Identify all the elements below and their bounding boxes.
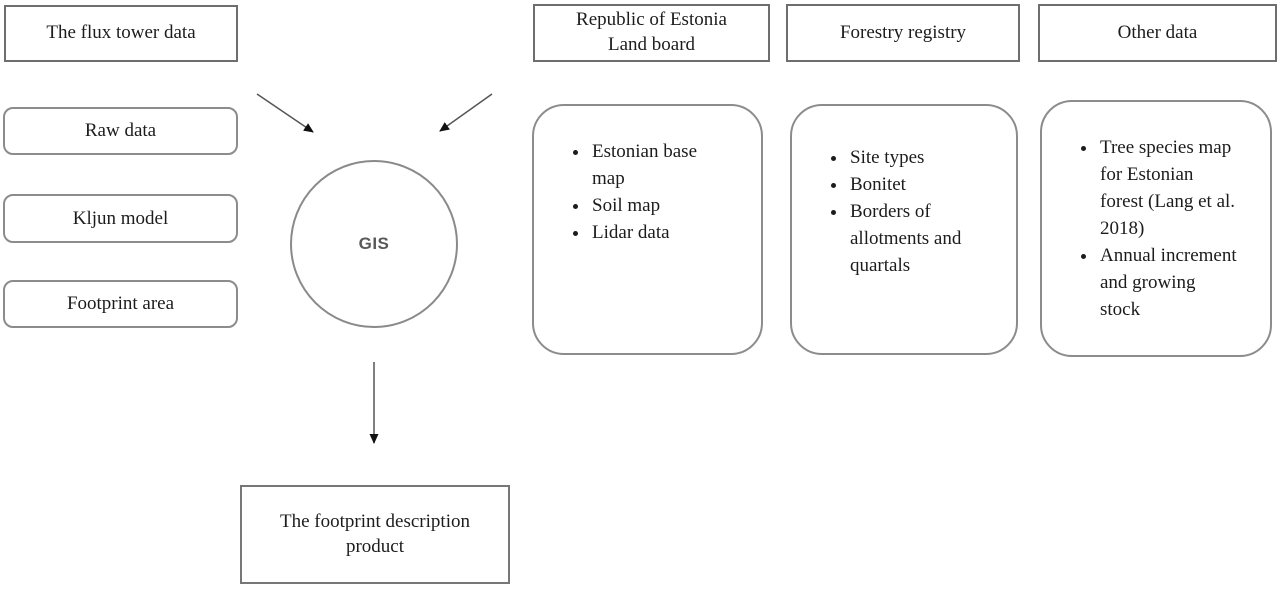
node-header-other-data-label: Other data (1117, 21, 1198, 43)
node-header-other-data: Other data (1038, 4, 1277, 62)
node-footprint-area: Footprint area (3, 280, 238, 328)
node-raw-data-label: Raw data (84, 120, 157, 141)
node-other-data-list: Tree species map for Estonian forest (La… (1040, 100, 1272, 357)
node-header-forestry-registry: Forestry registry (786, 4, 1020, 62)
forestry-registry-bullet-list: Site types Bonitet Borders of allotments… (808, 144, 990, 279)
node-header-land-board: Republic of Estonia Land board (533, 4, 770, 62)
node-gis-circle: GIS (290, 160, 458, 328)
node-gis-label: GIS (358, 234, 390, 253)
node-footprint-description-product: The footprint description product (240, 485, 510, 584)
node-flux-tower-data: The flux tower data (4, 5, 238, 62)
node-header-land-board-label: Republic of Estonia Land board (576, 9, 727, 55)
node-flux-tower-data-label: The flux tower data (46, 22, 196, 44)
node-kljun-model-label: Kljun model (72, 207, 169, 229)
node-footprint-description-product-label: The footprint description product (280, 510, 470, 557)
node-footprint-area-label: Footprint area (66, 293, 175, 314)
node-kljun-model: Kljun model (3, 194, 238, 243)
bullet-item: Soil map (590, 192, 732, 219)
bullet-item: Borders of allotments and quartals (848, 198, 990, 279)
bullet-item: Estonian base map (590, 138, 732, 192)
node-raw-data: Raw data (3, 107, 238, 155)
bullet-item: Bonitet (848, 171, 990, 198)
arrow-fluxdata-to-gis (256, 93, 314, 133)
node-header-forestry-registry-label: Forestry registry (839, 21, 967, 43)
land-board-bullet-list: Estonian base map Soil map Lidar data (550, 138, 732, 246)
node-forestry-registry-list: Site types Bonitet Borders of allotments… (790, 104, 1018, 355)
bullet-item: Tree species map for Estonian forest (La… (1098, 134, 1240, 242)
bullet-item: Lidar data (590, 219, 732, 246)
bullet-item: Annual increment and growing stock (1098, 242, 1240, 323)
other-data-bullet-list: Tree species map for Estonian forest (La… (1058, 134, 1240, 323)
bullet-item: Site types (848, 144, 990, 171)
node-land-board-list: Estonian base map Soil map Lidar data (532, 104, 763, 355)
arrow-landboard-to-gis (439, 93, 493, 132)
